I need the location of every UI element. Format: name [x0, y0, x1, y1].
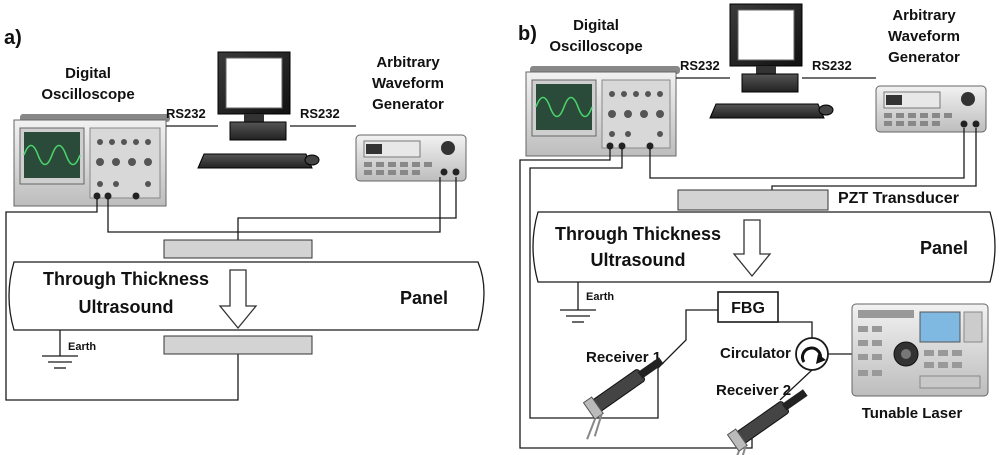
b-generator-label-1: Arbitrary — [892, 7, 956, 24]
rs232-right-label: RS232 — [300, 106, 340, 121]
b-oscilloscope-device — [525, 66, 680, 157]
b-rs232-left-label: RS232 — [680, 58, 720, 73]
receiver1-label: Receiver 1 — [586, 349, 661, 366]
tunable-laser-label: Tunable Laser — [862, 405, 963, 422]
b-sine-trace — [535, 96, 593, 118]
earth-symbol-a — [42, 330, 78, 369]
b-generator-label-3: Generator — [888, 49, 960, 66]
rs232-left-label: RS232 — [166, 106, 206, 121]
generator-label-2: Waveform — [372, 75, 444, 92]
receiver1-device — [582, 357, 664, 440]
b-oscilloscope-label-2: Oscilloscope — [549, 38, 642, 55]
sine-trace — [23, 144, 81, 166]
earth-label-a: Earth — [68, 341, 96, 353]
b-generator-label-2: Waveform — [888, 28, 960, 45]
receiver2-label: Receiver 2 — [716, 382, 791, 399]
b-oscilloscope-label-1: Digital — [573, 17, 619, 34]
receiver2-device — [726, 389, 808, 455]
b-pc-device — [709, 3, 834, 119]
fbg-box — [717, 291, 779, 323]
generator-label-1: Arbitrary — [376, 54, 440, 71]
circulator-label: Circulator — [720, 345, 791, 362]
pzt-label: PZT Transducer — [838, 190, 959, 207]
panel-a-label: a) — [4, 27, 22, 49]
pzt-transducer — [677, 189, 829, 211]
circulator-device — [795, 337, 829, 371]
earth-symbol-b — [560, 282, 596, 323]
through-thickness-label: Through Thickness — [43, 269, 209, 289]
generator-label-3: Generator — [372, 96, 444, 113]
ultrasound-arrow — [218, 269, 258, 330]
panel-a-wiring — [5, 125, 457, 401]
panel-a: a) Digital Oscilloscope PC — [4, 27, 485, 401]
oscilloscope-device — [13, 114, 170, 207]
b-ultrasound-arrow — [732, 219, 772, 278]
panel-b: b) Digital Oscilloscope PC — [518, 3, 996, 455]
b-ultrasound-label: Ultrasound — [590, 250, 685, 270]
tunable-laser-device — [851, 303, 989, 397]
bottom-transducer — [163, 335, 313, 355]
ultrasound-label: Ultrasound — [78, 297, 173, 317]
panel-b-plate — [532, 211, 996, 283]
earth-label-b: Earth — [586, 291, 614, 303]
oscilloscope-label-2: Oscilloscope — [41, 86, 134, 103]
generator-device — [355, 134, 467, 182]
top-transducer — [163, 239, 313, 259]
b-rs232-right-label: RS232 — [812, 58, 852, 73]
panel-b-label: b) — [518, 23, 537, 45]
b-generator-device — [875, 85, 987, 133]
panel-label: Panel — [400, 288, 448, 308]
oscilloscope-label-1: Digital — [65, 65, 111, 82]
pc-device — [197, 51, 320, 169]
b-through-thickness-label: Through Thickness — [555, 224, 721, 244]
fbg-label: FBG — [731, 300, 765, 317]
panel-b-wiring — [519, 77, 977, 449]
b-panel-label: Panel — [920, 238, 968, 258]
